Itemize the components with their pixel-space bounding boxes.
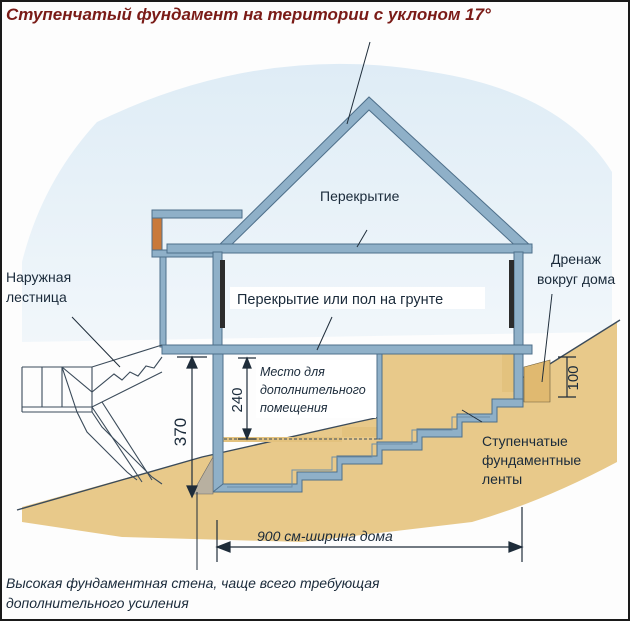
right-wall-inner (509, 260, 514, 328)
steps-label-2: фундаментные (482, 452, 581, 468)
upper-slab (166, 243, 533, 254)
right-wall (513, 251, 524, 353)
floor-label: Перекрытие или пол на грунте (237, 292, 443, 308)
dimension-width (215, 507, 524, 562)
room-label-bg (256, 360, 376, 418)
steps-label-1: Ступенчатые (482, 433, 568, 449)
room-label-3: помещения (260, 401, 328, 415)
roof-slab-label: Перекрытие (320, 188, 400, 204)
stair-label-1: Наружная (6, 269, 71, 285)
sky-background (22, 63, 612, 343)
room-label-1: Место для (260, 365, 325, 379)
gravel-base (191, 455, 214, 495)
inner-step-line (227, 416, 490, 488)
left-wall-inner (220, 260, 225, 328)
drainage-label-2: вокруг дома (537, 271, 615, 287)
diagram-title: Ступенчатый фундамент на територии с укл… (6, 5, 491, 24)
drainage-gravel (523, 359, 551, 403)
room-label-2: дополнительного (260, 383, 366, 397)
steps-label-3: ленты (482, 471, 522, 487)
soil-basement-fill (232, 354, 502, 472)
ground-soil (22, 322, 617, 542)
external-staircase (21, 344, 163, 485)
stair-label-2: лестница (6, 289, 67, 305)
wall-note-1: Высокая фундаментная стена, чаще всего т… (6, 575, 380, 591)
basement-right-wall (376, 353, 383, 440)
ground-floor-slab (161, 344, 533, 355)
drainage-label-1: Дренаж (551, 251, 602, 267)
dimension-240 (238, 356, 256, 441)
dimension-100 (558, 356, 576, 398)
floor-label-bg (230, 287, 485, 309)
wall-note-2: дополнительного усиления (6, 595, 189, 611)
porch-pillar (159, 256, 167, 348)
dimension-240-label: 240 (229, 387, 246, 412)
stepped-foundation-strips (211, 398, 524, 493)
dimension-370 (177, 355, 207, 499)
leader-lines (71, 41, 553, 570)
dimension-100-label: 100 (565, 365, 582, 390)
porch-frame (151, 209, 243, 219)
dimension-370-label: 370 (171, 418, 190, 446)
high-foundation-wall (212, 353, 224, 493)
right-foundation-wall (513, 353, 524, 400)
width-label: 900 см-ширина дома (257, 528, 393, 544)
